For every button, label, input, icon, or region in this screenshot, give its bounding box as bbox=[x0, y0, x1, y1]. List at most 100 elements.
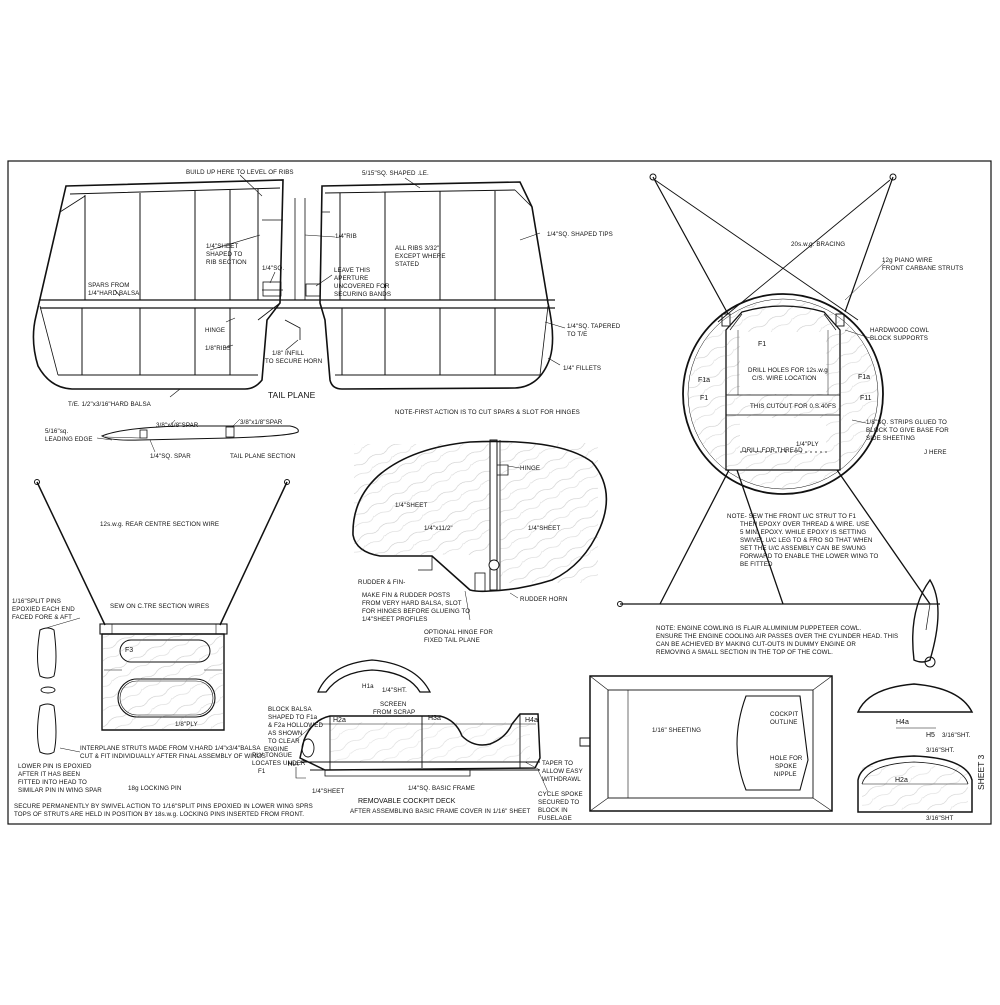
label-hia: HIA bbox=[288, 761, 299, 768]
label-engine-2: ENSURE THE ENGINE COOLING AIR PASSES OVE… bbox=[656, 633, 898, 640]
label-cowl-note-4: SWIVEL U/C LEG TO & FRO SO THAT WHEN bbox=[740, 537, 872, 544]
label-shaped-tips: 1/4"SQ. SHAPED TIPS bbox=[547, 231, 613, 238]
label-sq: 1/4"SQ. bbox=[262, 265, 284, 272]
rudder-title: RUDDER & FIN- bbox=[358, 579, 405, 586]
label-cockpit-1: COCKPIT bbox=[770, 711, 798, 718]
label-drill-1: DRILL HOLES FOR 12s.w.g bbox=[748, 367, 828, 374]
label-optional-2: FIXED TAIL PLANE bbox=[424, 637, 480, 644]
label-former-h5-sht: 3/16"SHT. bbox=[942, 732, 971, 739]
label-hole-1: HOLE FOR bbox=[770, 755, 803, 762]
label-spoke-1: CYCLE SPOKE bbox=[538, 791, 583, 798]
label-f1-top: F1 bbox=[758, 341, 766, 348]
label-hardwood-1: HARDWOOD COWL bbox=[870, 327, 930, 334]
fin-grain bbox=[500, 443, 598, 583]
label-engine-4: REMOVING A SMALL SECTION IN THE TOP OF T… bbox=[656, 649, 833, 656]
label-shaped-le: 5/15"SQ. SHAPED .LE. bbox=[362, 170, 429, 177]
label-lower-4: SIMILAR PIN IN WING SPAR bbox=[18, 787, 102, 794]
tailplane-title: TAIL PLANE bbox=[268, 390, 316, 400]
rudder-grain bbox=[354, 444, 490, 555]
label-thread: DRILL FOR THREAD bbox=[742, 447, 803, 454]
label-former-sht-bot: 3/16"SHT bbox=[926, 815, 954, 822]
label-build-up: BUILD UP HERE TO LEVEL OF RIBS bbox=[186, 169, 294, 176]
label-strips-3: SIDE SHEETING bbox=[866, 435, 915, 442]
label-all-ribs-1: ALL RIBS 3/32" bbox=[395, 245, 439, 252]
label-hinge: HINGE bbox=[205, 327, 225, 334]
label-block-6: ENGINE bbox=[264, 746, 288, 753]
label-section-spar-a: 3/8"x1/8"SPAR bbox=[156, 422, 199, 429]
label-ply-1: PLY TONGUE bbox=[252, 752, 292, 759]
deck-title: REMOVABLE COCKPIT DECK bbox=[358, 798, 456, 805]
label-hole-3: NIPPLE bbox=[774, 771, 797, 778]
label-struts-2: CUT & FIT INDIVIDUALLY AFTER FINAL ASSEM… bbox=[80, 753, 266, 760]
label-drill-2: C/S. WIRE LOCATION bbox=[752, 375, 817, 382]
label-note-first: NOTE-FIRST ACTION IS TO CUT SPARS & SLOT… bbox=[395, 409, 580, 416]
label-tapered-1: 1/4"SQ. TAPERED bbox=[567, 323, 621, 330]
label-former-h5: H5 bbox=[926, 732, 935, 739]
label-cowl-note-6: FORWARD TO ENABLE THE LOWER WING TO bbox=[740, 553, 878, 560]
label-block-2: SHAPED TO F1a bbox=[268, 714, 318, 721]
label-screen-1: SCREEN bbox=[380, 701, 406, 708]
label-here: J HERE bbox=[924, 449, 947, 456]
label-pins-2: EPOXIED EACH END bbox=[12, 606, 75, 613]
label-f1-left: F1 bbox=[700, 395, 708, 402]
label-h1a: H1a bbox=[362, 683, 374, 690]
label-tapered-2: TO T/E bbox=[567, 331, 587, 338]
label-f1a-left: F1a bbox=[698, 377, 710, 384]
label-centre-wire: 12s.w.g. REAR CENTRE SECTION WIRE bbox=[100, 521, 219, 528]
label-cutout: THIS CUTOUT FOR 0.S.40FS bbox=[750, 403, 836, 410]
label-f1a-right: F1a bbox=[858, 374, 870, 381]
f3-grain bbox=[103, 635, 223, 729]
label-struts-1: INTERPLANE STRUTS MADE FROM V.HARD 1/4"x… bbox=[80, 745, 261, 752]
label-bracing: 20s.w.g. BRACING bbox=[791, 241, 845, 248]
label-strips-1: 1/8"SQ. STRIPS GLUED TO bbox=[866, 419, 947, 426]
h2a-grain bbox=[862, 766, 968, 810]
label-rudder-make-2: FROM VERY HARD BALSA, SLOT bbox=[362, 600, 462, 607]
label-optional-1: OPTIONAL HINGE FOR bbox=[424, 629, 493, 636]
label-ply-3: F1 bbox=[258, 768, 266, 775]
label-rudder-horn: RUDDER HORN bbox=[520, 596, 568, 603]
label-cowl-note-1: NOTE- SEW THE FRONT U/C STRUT TO F1 bbox=[727, 513, 857, 520]
label-infill-1: 1/8" INFILL bbox=[272, 350, 305, 357]
label-deck-after: AFTER ASSEMBLING BASIC FRAME COVER IN 1/… bbox=[350, 808, 531, 815]
label-section-le-2: LEADING EDGE bbox=[45, 436, 93, 443]
label-block-5: TO CLEAR bbox=[268, 738, 300, 745]
label-lower-2: AFTER IT HAS BEEN bbox=[18, 771, 80, 778]
label-engine-1: NOTE: ENGINE COWLING IS FLAIR ALUMINIUM … bbox=[656, 625, 861, 632]
label-block-4: AS SHOWN bbox=[268, 730, 303, 737]
label-lower-1: LOWER PIN IS EPOXIED bbox=[18, 763, 92, 770]
label-hole-2: SPOKE bbox=[775, 763, 797, 770]
tailplane-drawing bbox=[32, 179, 555, 390]
labels: BUILD UP HERE TO LEVEL OF RIBS 5/15"SQ. … bbox=[12, 169, 986, 822]
label-f11-right: F11 bbox=[860, 395, 872, 402]
section-title: TAIL PLANE SECTION bbox=[230, 453, 295, 460]
label-block-3: & F2a HOLLOWED bbox=[268, 722, 323, 729]
label-spoke-2: SECURED TO bbox=[538, 799, 579, 806]
label-f3: F3 bbox=[125, 647, 133, 654]
label-rudder-make-3: FOR HINGES BEFORE GLUEING TO bbox=[362, 608, 470, 615]
deck-grain bbox=[330, 722, 530, 762]
label-f3-ply: 1/8"PLY bbox=[175, 721, 198, 728]
label-piano-1: 12g PIANO WIRE bbox=[882, 257, 933, 264]
label-spoke-4: FUSELAGE bbox=[538, 815, 572, 822]
label-h4a: H4a bbox=[525, 717, 538, 724]
label-rudder-hinge: HINGE bbox=[520, 465, 540, 472]
label-sheet-2: SHAPED TO bbox=[206, 251, 243, 258]
label-h3a: H3a bbox=[428, 715, 441, 722]
cutout-clear-lower bbox=[740, 418, 826, 450]
label-rib: 1/4"RIB bbox=[335, 233, 357, 240]
label-cowl-note-5: SET THE U/C ASSEMBLY CAN BE SWUNG bbox=[740, 545, 866, 552]
label-block-1: BLOCK BALSA bbox=[268, 706, 313, 713]
label-pins-3: FACED FORE & AFT bbox=[12, 614, 72, 621]
label-strips-2: BLOCK TO GIVE BASE FOR bbox=[866, 427, 949, 434]
tailplane-leaders bbox=[114, 174, 566, 398]
label-cockpit-2: OUTLINE bbox=[770, 719, 798, 726]
label-section-spar-b: 3/8"x1/8"SPAR bbox=[240, 419, 283, 426]
label-leave-2: APERTURE bbox=[334, 275, 368, 282]
label-section-sq-spar: 1/4"SQ. SPAR bbox=[150, 453, 191, 460]
label-rudder-make-1: MAKE FIN & RUDDER POSTS bbox=[362, 592, 450, 599]
label-ribs-18: 1/8"RIBS bbox=[205, 345, 231, 352]
label-spars-1: SPARS FROM bbox=[88, 282, 129, 289]
sheet-number: SHEET 3 bbox=[976, 754, 986, 790]
